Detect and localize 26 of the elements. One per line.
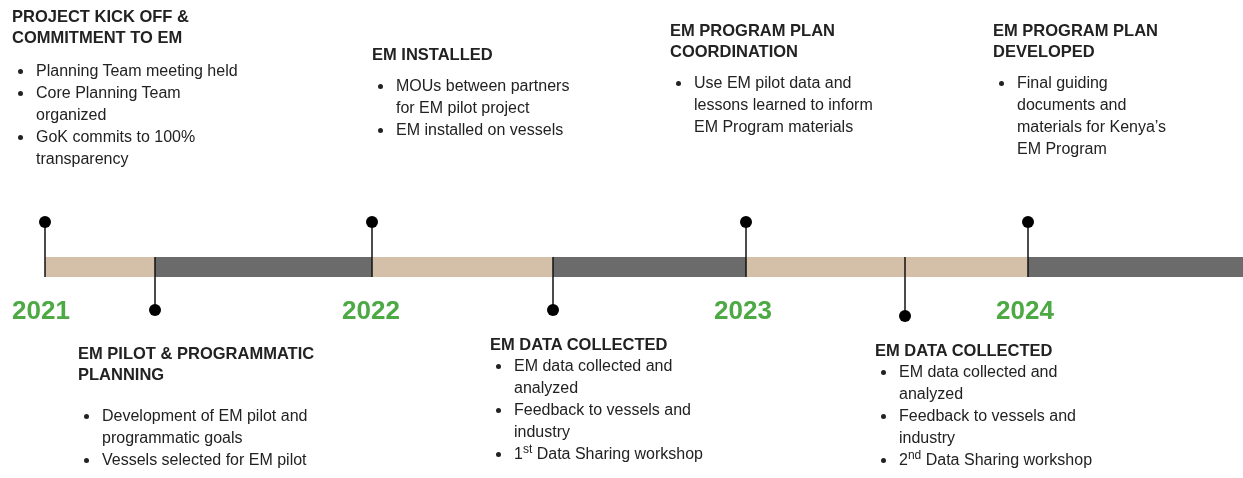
milestone-heading: PROJECT KICK OFF & COMMITMENT TO EM [12, 6, 190, 48]
bullet-item: Core Planning Team organized [16, 82, 252, 126]
year-label: 2023 [714, 294, 772, 326]
bullet-item: Feedback to vessels and industry [879, 405, 1100, 449]
bullet-item: EM installed on vessels [376, 119, 582, 141]
milestone-heading: EM PROGRAM PLAN COORDINATION [670, 20, 836, 62]
bullet-item: Development of EM pilot and programmatic goals [82, 405, 323, 449]
year-label: 2024 [996, 294, 1054, 326]
bullet-item: Vessels selected for EM pilot [82, 449, 323, 471]
bullet-item: EM data collected and analyzed [494, 355, 715, 399]
year-label: 2021 [12, 294, 70, 326]
bullet-item: EM data collected and analyzed [879, 361, 1100, 405]
milestone-heading: EM DATA COLLECTED [490, 334, 669, 355]
bullet-item: Feedback to vessels and industry [494, 399, 715, 443]
bullet-item: MOUs between partners for EM pilot project [376, 75, 582, 119]
bullet-item: 1$^{st}$ Data Sharing workshop [494, 443, 715, 465]
bullet-item: Final guiding documents and materials for Kenya’s EM Program [997, 72, 1188, 160]
year-label: 2022 [342, 294, 400, 326]
milestone-heading: EM INSTALLED [372, 44, 494, 65]
bullet-item: 2$^{nd}$ Data Sharing workshop [879, 449, 1100, 471]
bullet-item: Use EM pilot data and lessons learned to inform EM Program materials [674, 72, 880, 138]
milestone-heading: EM PILOT & PROGRAMMATIC PLANNING [78, 343, 316, 385]
bullet-item: Planning Team meeting held [16, 60, 252, 82]
milestone-heading: EM PROGRAM PLAN DEVELOPED [993, 20, 1159, 62]
milestone-heading: EM DATA COLLECTED [875, 340, 1054, 361]
bullet-item: GoK commits to 100% transparency [16, 126, 252, 170]
